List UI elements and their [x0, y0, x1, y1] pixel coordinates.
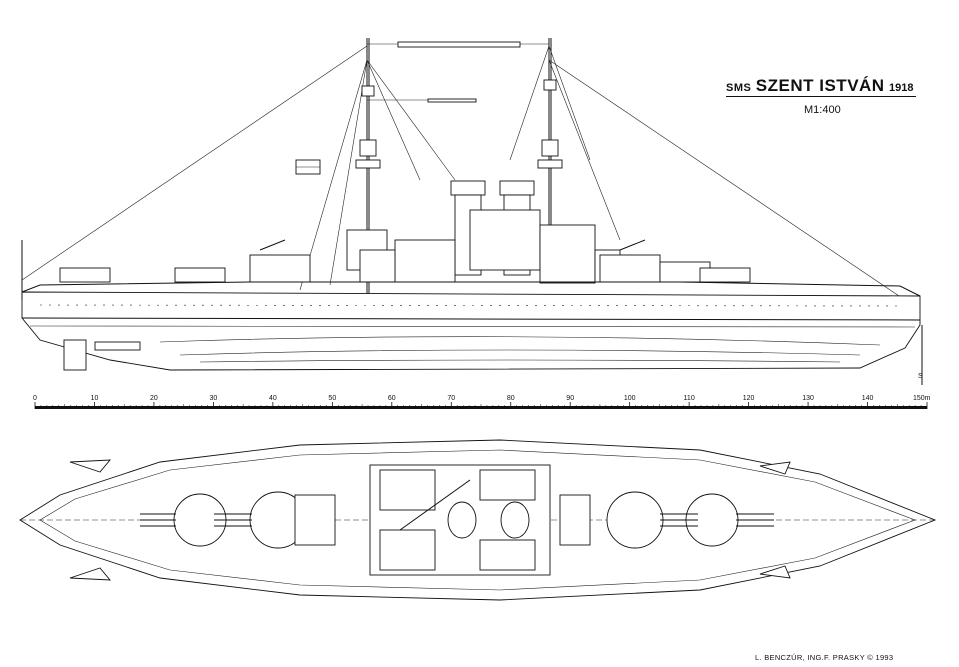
ship-name: SZENT ISTVÁN: [755, 76, 885, 95]
rigging: [21, 43, 906, 301]
ship-title: SMS SZENT ISTVÁN 1918: [726, 76, 926, 96]
signal-yard: [427, 98, 477, 103]
ship-prefix: SMS: [726, 82, 752, 94]
scale-label: 40: [269, 395, 277, 402]
rudder: [63, 339, 87, 371]
scale-label: 90: [566, 395, 574, 402]
plan-superstructure: [294, 464, 591, 576]
scale-label: 50: [328, 395, 336, 402]
title-block: SMS SZENT ISTVÁN 1918 M1:400: [726, 76, 926, 116]
superstructure: [359, 224, 621, 284]
plan-view: [19, 439, 937, 601]
mainmast: [537, 38, 563, 260]
scale-label: 100: [624, 395, 636, 402]
ship-year: 1918: [889, 82, 914, 94]
waterline: [21, 317, 921, 321]
scale-label: 150m: [913, 395, 931, 402]
scale-label: 140: [862, 395, 874, 402]
scale-label: 0: [33, 395, 37, 402]
plan-turrets: [140, 491, 774, 549]
scale-label: 20: [150, 395, 158, 402]
side-profile: S: [21, 38, 923, 385]
top-yard: [397, 41, 521, 48]
scale-label: 130: [802, 395, 814, 402]
scale-label: 70: [447, 395, 455, 402]
plan-boats: [69, 459, 791, 581]
hull-lines: [159, 336, 881, 363]
funnels: [450, 180, 541, 276]
propeller-shaft: [94, 341, 141, 351]
side-marker-s: S: [918, 373, 923, 380]
scale-bar: 0 10 20 30 40 50 60 70 80 90 100 110 120 130 140 150m: [33, 395, 931, 409]
scale-label: 120: [743, 395, 755, 402]
upper-deck: [21, 281, 921, 297]
scale-label: 10: [91, 395, 99, 402]
scale-label: 60: [388, 395, 396, 402]
side-turrets: [59, 239, 751, 283]
scale-label: 110: [684, 395, 695, 402]
scale-label: 80: [507, 395, 515, 402]
drawing-scale: M1:400: [804, 104, 841, 116]
title-underline: [726, 96, 916, 97]
hull-profile: [21, 291, 921, 371]
drawing-credits: L. BENCZÚR, ING.F. PRASKY © 1993: [755, 653, 894, 662]
scale-label: 30: [210, 395, 218, 402]
